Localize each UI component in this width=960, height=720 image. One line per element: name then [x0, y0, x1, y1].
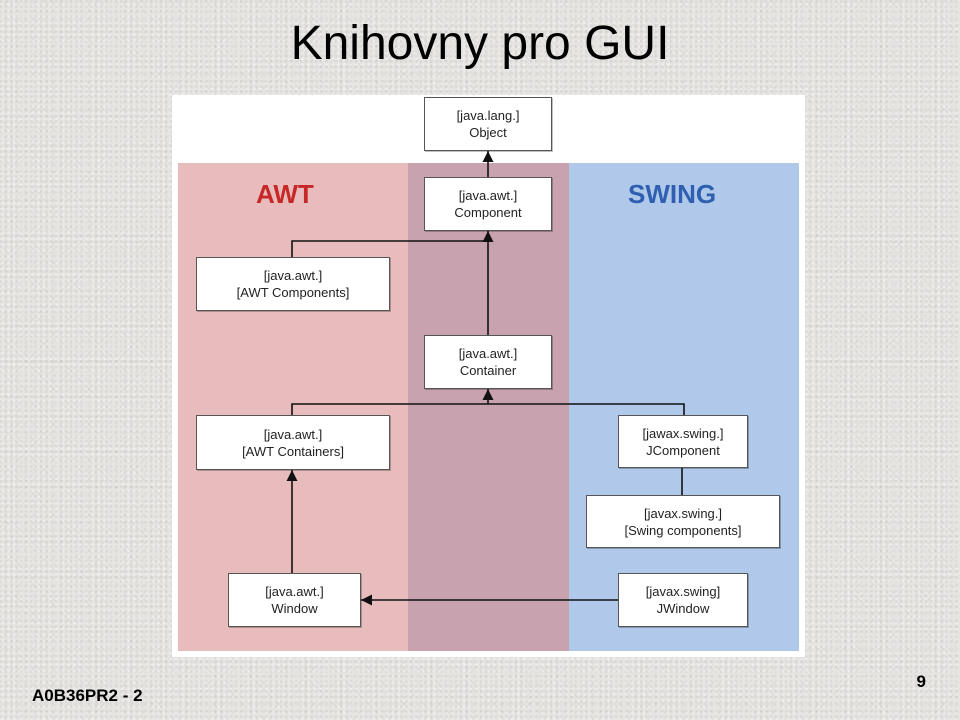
node-object-name: Object — [469, 125, 507, 140]
node-container-package: [java.awt.] — [458, 346, 518, 361]
node-swing-components-package: [javax.swing.] — [643, 505, 723, 521]
node-object-package: [java.lang.] — [456, 108, 520, 123]
node-awt-components-package: [java.awt.] — [263, 268, 323, 283]
node-swing-components: [javax.swing.] [Swing components] — [586, 495, 780, 548]
edge-awtcomponents-component — [291, 240, 488, 257]
course-code: A0B36PR2 - 2 — [32, 686, 143, 705]
node-jcomponent: [jawax.swing.] JComponent — [618, 415, 748, 468]
node-container-name: Container — [459, 363, 517, 378]
node-awt-containers: [java.awt.] [AWT Containers] — [196, 415, 390, 470]
node-awt-containers-package: [java.awt.] — [263, 426, 323, 442]
node-jwindow: [javax.swing] JWindow — [618, 573, 748, 627]
node-component-name: Component — [454, 205, 522, 220]
connector-lines — [286, 151, 685, 606]
node-component-package: [java.awt.] — [458, 188, 518, 203]
node-container: [java.awt.] Container — [424, 335, 552, 389]
node-awt-components: [java.awt.] [AWT Components] — [196, 257, 390, 311]
node-window-package: [java.awt.] — [265, 584, 324, 599]
node-awt-components-name: [AWT Components] — [236, 285, 350, 300]
node-object: [java.lang.] Object — [424, 97, 552, 151]
class-hierarchy-diagram: AWT SWING [java.lang.] Object — [172, 95, 805, 657]
node-window-name: Window — [271, 601, 318, 616]
slide-title: Knihovny pro GUI — [290, 17, 670, 70]
node-jcomponent-name: JComponent — [646, 442, 720, 458]
awt-band — [178, 163, 408, 651]
node-jcomponent-package: [jawax.swing.] — [642, 425, 724, 441]
page-number: 9 — [916, 672, 926, 691]
node-awt-containers-name: [AWT Containers] — [242, 443, 344, 459]
node-window: [java.awt.] Window — [228, 573, 361, 627]
node-swing-components-name: [Swing components] — [624, 522, 742, 538]
swing-label: SWING — [628, 179, 717, 209]
node-component: [java.awt.] Component — [424, 177, 552, 231]
node-jwindow-package: [javax.swing] — [645, 584, 721, 599]
node-jwindow-name: JWindow — [656, 601, 710, 616]
edge-bus-container — [291, 403, 685, 415]
awt-label: AWT — [256, 179, 314, 209]
